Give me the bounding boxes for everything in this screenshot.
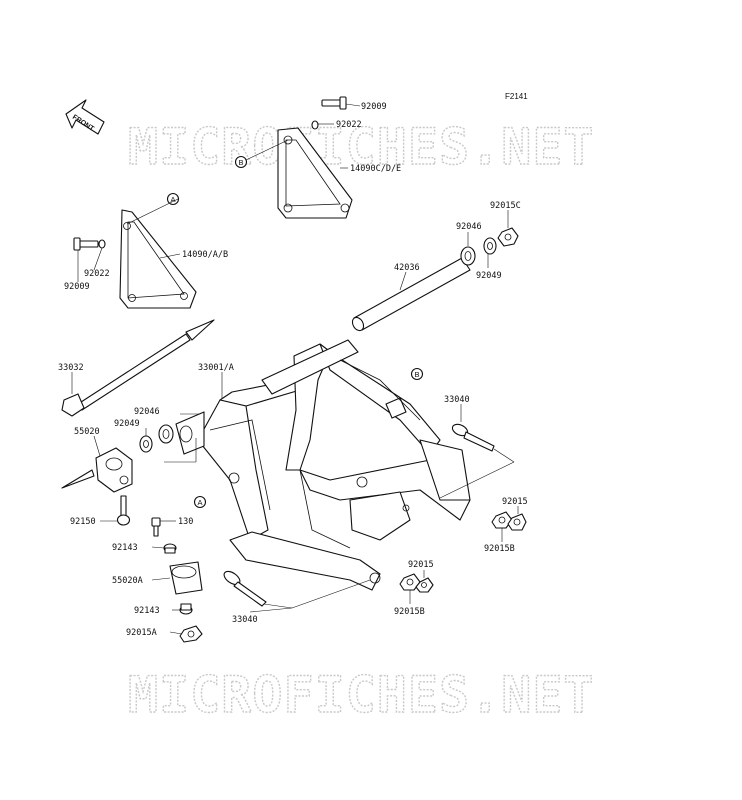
label-92009-top: 92009	[361, 102, 387, 112]
seal-92049-right-icon	[483, 237, 497, 255]
label-92046-left: 92046	[134, 407, 160, 417]
label-92022-top: 92022	[336, 120, 362, 130]
label-92049-left: 92049	[114, 419, 140, 429]
adjuster-33040-bottom-icon	[223, 570, 267, 607]
figure-code: F2141	[505, 92, 528, 101]
bracket-14090cde	[277, 127, 353, 219]
label-55020: 55020	[74, 427, 100, 437]
bolt-33032	[61, 319, 215, 417]
label-92009-left: 92009	[64, 282, 90, 292]
pivot-shaft-42036	[351, 257, 471, 332]
label-92143-top: 92143	[112, 543, 138, 553]
nut-92015b-bottom-icon	[399, 573, 421, 591]
nut-92015-right-icon	[507, 513, 527, 531]
label-42036: 42036	[394, 263, 420, 273]
washer-92022-left-icon	[98, 239, 106, 249]
label-92015-bottom: 92015	[408, 560, 434, 570]
ref-b-swingarm: B	[410, 367, 424, 381]
bearing-92046-left-icon	[158, 424, 174, 444]
nut-92015c-icon	[497, 227, 519, 247]
bolt-92150-icon	[116, 495, 131, 526]
watermark-top: MICROFICHES.NET	[128, 118, 595, 176]
svg-text:B: B	[239, 158, 244, 167]
label-92015b-bottom: 92015B	[394, 607, 425, 617]
label-130: 130	[178, 517, 193, 527]
adjuster-33040-right-icon	[451, 423, 495, 452]
label-92143-bottom: 92143	[134, 606, 160, 616]
label-55020a: 55020A	[112, 576, 143, 586]
part-labels: 92009 92022 14090C/D/E 14090/A/B 92022 9…	[58, 102, 528, 638]
nut-92015-bottom-icon	[415, 577, 434, 593]
seal-92049-left-icon	[139, 435, 153, 453]
nut-92015b-right-icon	[491, 511, 513, 529]
washer-92022-top-icon	[311, 120, 319, 130]
svg-text:A: A	[198, 498, 203, 507]
ref-a-top: A	[166, 192, 180, 206]
nut-92015a-icon	[179, 625, 203, 643]
label-92046-right: 92046	[456, 222, 482, 232]
label-92015c: 92015C	[490, 201, 521, 211]
bushing-55020a-icon	[169, 561, 203, 595]
front-arrow-icon: FRONT	[65, 99, 105, 135]
bolt-130-icon	[151, 517, 161, 537]
label-33001a: 33001/A	[198, 363, 234, 373]
bolt-92009-left-icon	[73, 237, 99, 251]
label-92049-right: 92049	[476, 271, 502, 281]
collar-92143-top-icon	[163, 543, 177, 554]
bolt-92009-top-icon	[321, 96, 347, 110]
label-92022-left: 92022	[84, 269, 110, 279]
label-92015a: 92015A	[126, 628, 157, 638]
label-33040-bottom: 33040	[232, 615, 258, 625]
svg-text:B: B	[415, 370, 420, 379]
bracket-14090ab	[119, 209, 197, 309]
label-92015b-right: 92015B	[484, 544, 515, 554]
watermark-bottom: MICROFICHES.NET	[128, 666, 595, 724]
bearing-92046-right-icon	[460, 246, 476, 266]
label-33032: 33032	[58, 363, 84, 373]
label-92015-right: 92015	[502, 497, 528, 507]
collar-92143-bottom-icon	[179, 603, 193, 615]
label-14090cde: 14090C/D/E	[350, 164, 401, 174]
pivot-block-left	[175, 411, 205, 455]
label-14090ab: 14090/A/B	[182, 250, 228, 260]
leader-lines	[71, 103, 519, 635]
swingarm-33001a	[197, 339, 471, 591]
bushing-55020-icon	[61, 447, 133, 493]
ref-b-top: B	[234, 155, 248, 169]
label-33040-right: 33040	[444, 395, 470, 405]
svg-text:A: A	[171, 195, 176, 204]
label-92150: 92150	[70, 517, 96, 527]
ref-a-swingarm: A	[193, 495, 207, 509]
